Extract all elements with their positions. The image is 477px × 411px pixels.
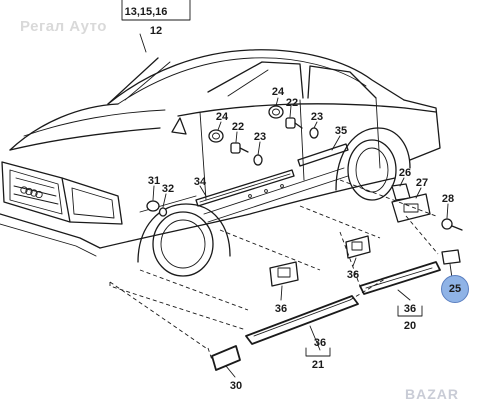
part-label-32: 32 [162,183,174,195]
part-label-26: 26 [399,167,411,179]
part-label-28: 28 [442,193,454,205]
part-label-31: 31 [148,175,160,187]
part-label-23-center: 23 [254,131,266,143]
car-outline [0,49,441,277]
part-label-21: 21 [312,359,324,371]
header-group-bottom-label: 12 [150,25,162,37]
part-label-36-a: 36 [347,269,359,281]
bazar-badge: BAZAR [405,386,459,402]
part-label-34: 34 [194,176,207,188]
part-label-20: 20 [404,320,416,332]
guide-lines [109,179,439,361]
part-number-labels: 13,15,16 12 24 22 23 24 22 23 35 34 31 3… [125,6,455,392]
part-label-22-rear: 22 [286,97,298,109]
leader-lines [139,33,453,378]
part-label-22-center: 22 [232,121,244,133]
part-label-23-rear: 23 [311,111,323,123]
highlighted-part-25[interactable]: 25 [441,275,469,303]
fasteners [146,105,463,265]
group-brackets [121,0,423,357]
part-label-24-rear: 24 [272,86,285,98]
part-label-27: 27 [416,177,428,189]
part-label-36-c: 36 [404,303,416,315]
part-label-36-d: 36 [314,337,326,349]
body-moulding-strips [195,143,349,223]
part-label-30: 30 [230,380,242,392]
part-label-36-b: 36 [275,303,287,315]
mounting-clips [269,235,371,287]
loose-moulding-strips [211,261,441,371]
header-group-top-label: 13,15,16 [125,6,168,18]
part-label-35: 35 [335,125,347,137]
watermark-text: Регал Ауто [20,18,107,35]
part-label-24-center: 24 [216,111,229,123]
